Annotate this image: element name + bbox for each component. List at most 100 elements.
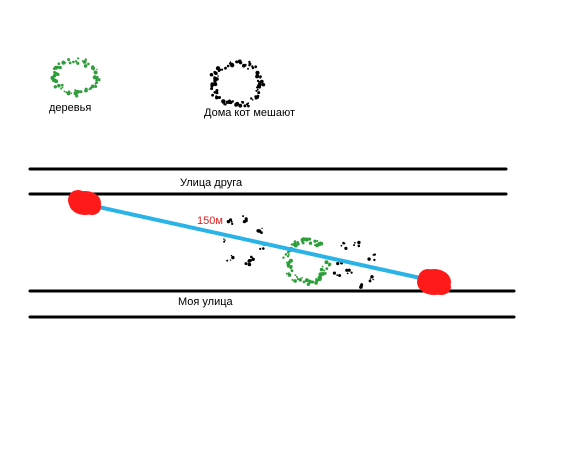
- tree-dot: [96, 68, 98, 71]
- legend-house-ring-icon: [209, 59, 266, 108]
- tree-dot: [307, 237, 310, 240]
- tree-dot: [61, 60, 66, 65]
- tree-dot: [58, 65, 62, 70]
- house-dot: [247, 262, 252, 267]
- house-dot: [259, 79, 264, 84]
- tree-dot: [316, 240, 319, 242]
- tree-dot: [57, 62, 61, 65]
- house-dot: [332, 271, 336, 275]
- tree-dot: [319, 241, 322, 244]
- tree-dot: [56, 81, 58, 83]
- house-dot: [231, 255, 235, 260]
- tree-dot: [64, 62, 67, 64]
- tree-dot: [57, 83, 61, 88]
- house-dot: [210, 87, 214, 91]
- my-street-label: Моя улица: [178, 296, 234, 308]
- tree-dot: [318, 277, 322, 282]
- tree-dot: [293, 243, 298, 248]
- house-dot: [259, 76, 262, 79]
- tree-dot: [301, 276, 303, 279]
- tree-dot: [282, 256, 285, 259]
- house-dot: [262, 247, 265, 250]
- house-dot: [256, 229, 260, 233]
- house-dot: [354, 241, 356, 244]
- house-dot: [238, 103, 243, 108]
- house-dot: [215, 89, 219, 92]
- tree-dot: [311, 280, 315, 284]
- tree-dot: [293, 279, 297, 283]
- house-dot: [240, 61, 243, 64]
- house-dot: [251, 65, 254, 68]
- house-dot: [223, 238, 225, 240]
- house-dot: [255, 70, 260, 75]
- house-dot: [254, 65, 258, 69]
- house-dot: [256, 88, 259, 91]
- house-dot: [209, 72, 214, 77]
- house-dot: [357, 240, 361, 245]
- tree-dot: [53, 85, 57, 89]
- house-dot: [247, 104, 250, 108]
- tree-dot: [304, 278, 309, 283]
- tree-dot: [321, 265, 324, 268]
- distance-label: 150м: [197, 215, 223, 227]
- tree-dot: [296, 241, 299, 244]
- house-dot: [259, 247, 262, 250]
- tree-dot: [55, 65, 60, 69]
- house-dot: [224, 66, 227, 70]
- house-dot: [229, 61, 232, 63]
- house-dot: [248, 60, 251, 64]
- house-dot: [353, 244, 355, 247]
- tree-dot: [301, 241, 305, 245]
- tree-dot: [315, 277, 318, 280]
- tree-dot: [299, 277, 302, 280]
- tree-dot: [82, 60, 87, 64]
- house-dot: [247, 67, 249, 70]
- house-dot: [260, 231, 263, 235]
- house-dot: [218, 96, 221, 99]
- house-dot: [243, 104, 247, 108]
- house-dot: [224, 239, 226, 241]
- tree-dot: [61, 83, 64, 87]
- tree-dot: [94, 85, 98, 88]
- house-dot: [223, 240, 226, 243]
- house-dot: [372, 278, 375, 281]
- house-dot: [244, 262, 248, 266]
- house-dot: [226, 64, 230, 68]
- house-dot: [255, 74, 260, 79]
- tree-dot: [92, 75, 97, 80]
- friend-street: [28, 167, 508, 196]
- house-dot: [368, 279, 372, 283]
- house-dot: [229, 218, 233, 222]
- tree-dot: [295, 276, 298, 278]
- house-dot: [215, 77, 219, 81]
- tree-dot: [93, 70, 98, 75]
- tree-dot: [318, 272, 323, 277]
- house-dot: [257, 83, 262, 88]
- tree-dot: [290, 269, 294, 273]
- tree-dot: [288, 258, 293, 263]
- tree-dot: [327, 264, 331, 267]
- tree-dot: [83, 64, 88, 68]
- my-location-marker: [417, 269, 451, 295]
- tree-dot: [308, 241, 313, 245]
- house-dot: [243, 63, 247, 67]
- tree-dot: [314, 281, 318, 285]
- house-dot: [235, 60, 239, 64]
- house-dot: [230, 254, 233, 257]
- tree-dot: [289, 264, 293, 269]
- tree-dot: [76, 61, 80, 65]
- houses-obstacle-left: [223, 215, 266, 267]
- tree-dot: [60, 87, 63, 90]
- house-dot: [230, 62, 234, 66]
- house-dot: [336, 262, 340, 266]
- tree-dot: [323, 269, 326, 272]
- tree-dot: [95, 79, 98, 82]
- tree-dot: [287, 272, 290, 275]
- house-dot: [350, 271, 353, 274]
- house-dot: [213, 70, 217, 74]
- house-dot: [369, 278, 372, 280]
- house-dot: [336, 274, 339, 276]
- tree-dot: [290, 243, 293, 246]
- friend-street-label: Улица друга: [180, 177, 243, 189]
